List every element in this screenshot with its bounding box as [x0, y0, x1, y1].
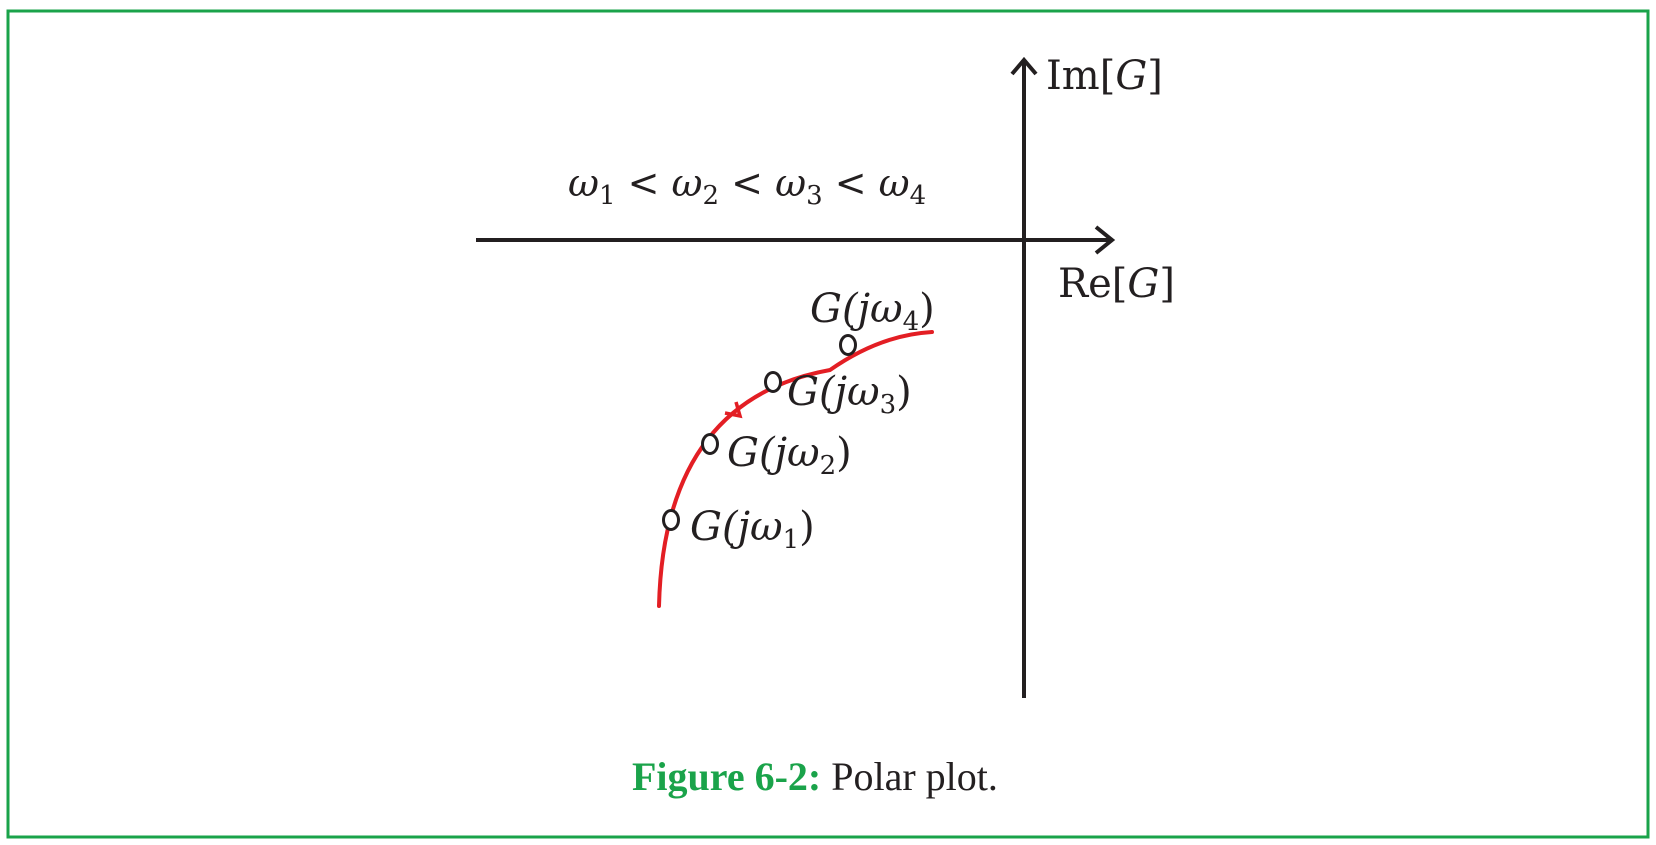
- figure-caption-text: Polar plot.: [821, 754, 998, 799]
- direction-arrow-icon: [724, 401, 743, 419]
- imaginary-axis: [1010, 56, 1038, 698]
- point-w2: G(jω2): [701, 430, 852, 481]
- point-marker-w4: [839, 334, 857, 356]
- point-marker-w1: [662, 509, 680, 531]
- point-w3: G(jω3): [764, 369, 912, 420]
- point-marker-w2: [701, 433, 719, 455]
- point-w1: G(jω1): [662, 504, 815, 555]
- imaginary-axis-arrowhead: [1010, 56, 1038, 76]
- point-w4: G(jω4): [810, 286, 935, 356]
- point-marker-w3: [764, 371, 782, 393]
- real-axis: [476, 225, 1116, 255]
- figure-caption-label: Figure 6-2:: [632, 754, 821, 799]
- point-label-w1: G(jω1): [690, 504, 815, 555]
- figure-caption: Figure 6-2: Polar plot.: [632, 754, 998, 799]
- point-label-w4: G(jω4): [810, 286, 935, 337]
- point-label-w2: G(jω2): [727, 430, 852, 481]
- imaginary-axis-label: Im[G]: [1046, 53, 1163, 99]
- point-label-w3: G(jω3): [787, 369, 912, 420]
- real-axis-label: Re[G]: [1058, 261, 1175, 307]
- real-axis-arrowhead: [1094, 225, 1116, 255]
- frequency-ordering: ω1 < ω2 < ω3 < ω4: [568, 161, 926, 211]
- figure-frame: [6, 9, 1650, 839]
